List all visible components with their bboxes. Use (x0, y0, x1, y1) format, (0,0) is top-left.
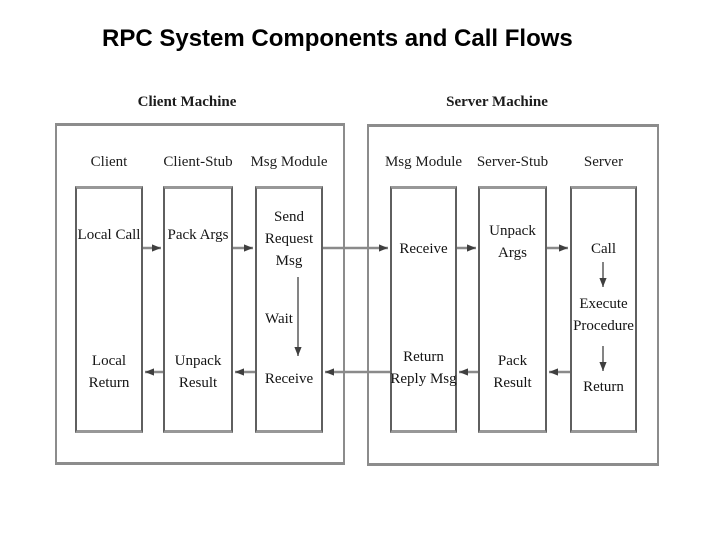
machine-label-client: Client Machine (137, 94, 237, 110)
machine-box-server (367, 124, 659, 466)
node-box-server-stub (478, 186, 547, 433)
step-execute-procedure: Execute Procedure (573, 296, 634, 334)
node-box-msg-module-client (255, 186, 323, 433)
step-return: Return (583, 379, 624, 395)
step-wait: Wait (265, 311, 293, 327)
step-call: Call (591, 241, 616, 257)
node-box-client (75, 186, 143, 433)
step-pack-result: Pack Result (493, 353, 532, 391)
machine-label-server: Server Machine (446, 94, 548, 110)
machine-box-client (55, 123, 345, 465)
column-header-server: Server (583, 154, 624, 170)
step-receive-client: Receive (264, 371, 314, 387)
node-box-msg-module-server (390, 186, 457, 433)
column-header-client: Client (90, 154, 128, 170)
step-local-return: Local Return (88, 353, 130, 391)
node-box-client-stub (163, 186, 233, 433)
column-header-msg-module-client: Msg Module (250, 154, 328, 170)
step-receive-server: Receive (399, 241, 448, 257)
step-return-reply-msg: Return Reply Msg (390, 349, 457, 387)
column-header-client-stub: Client-Stub (163, 154, 233, 170)
step-local-call: Local Call (77, 227, 141, 243)
step-unpack-result: Unpack Result (174, 353, 222, 391)
column-header-server-stub: Server-Stub (476, 154, 549, 170)
column-header-msg-module-server: Msg Module (384, 154, 463, 170)
step-unpack-args: Unpack Args (489, 223, 536, 261)
page-title: RPC System Components and Call Flows (102, 25, 573, 52)
step-pack-args: Pack Args (167, 227, 229, 243)
step-send-request-msg: Send Request Msg (264, 209, 314, 269)
node-box-server (570, 186, 637, 433)
